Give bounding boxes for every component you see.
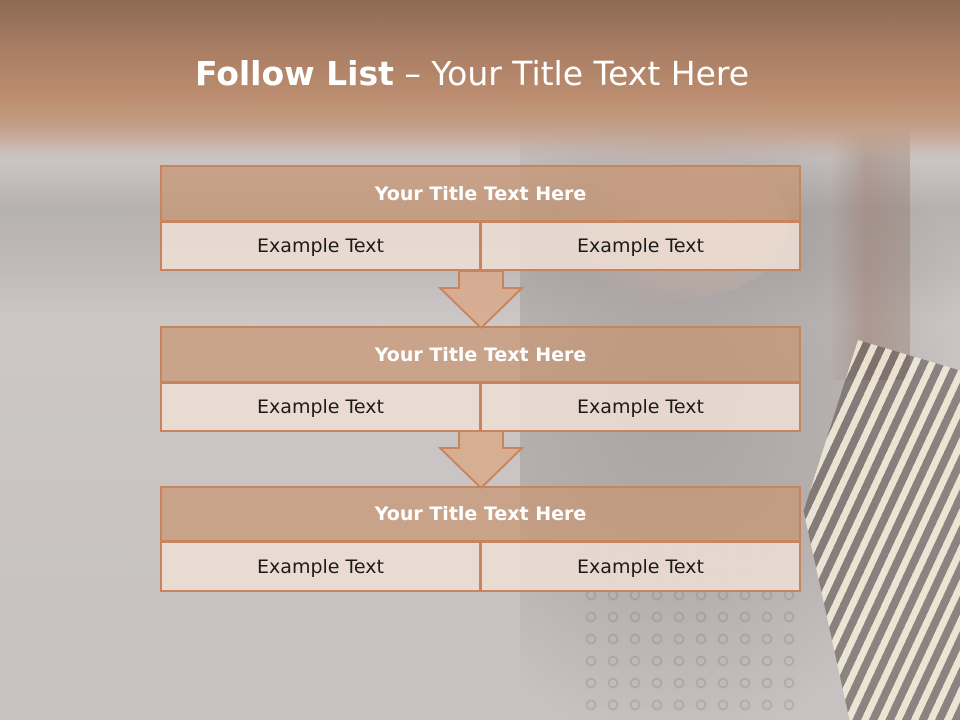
block-title: Your Title Text Here	[160, 486, 801, 542]
block-cell-left: Example Text	[160, 542, 481, 592]
down-arrow-icon	[438, 270, 524, 330]
block-cell-right: Example Text	[481, 383, 801, 432]
block-cell-right: Example Text	[481, 222, 801, 271]
down-arrow-icon	[438, 430, 524, 490]
slide-title-bold: Follow List	[194, 54, 394, 93]
block-cell-right: Example Text	[481, 542, 801, 592]
block-cell-left: Example Text	[160, 222, 481, 271]
slide-title-rest: – Your Title Text Here	[393, 54, 750, 93]
header-band	[0, 0, 960, 160]
slide-title: Follow List – Your Title Text Here	[0, 54, 944, 93]
block-title: Your Title Text Here	[160, 165, 801, 222]
block-title: Your Title Text Here	[160, 326, 801, 383]
block-row: Example Text Example Text	[160, 383, 801, 432]
block-cell-left: Example Text	[160, 383, 481, 432]
block-row: Example Text Example Text	[160, 542, 801, 592]
block-row: Example Text Example Text	[160, 222, 801, 271]
background-photo-hair	[830, 120, 910, 380]
